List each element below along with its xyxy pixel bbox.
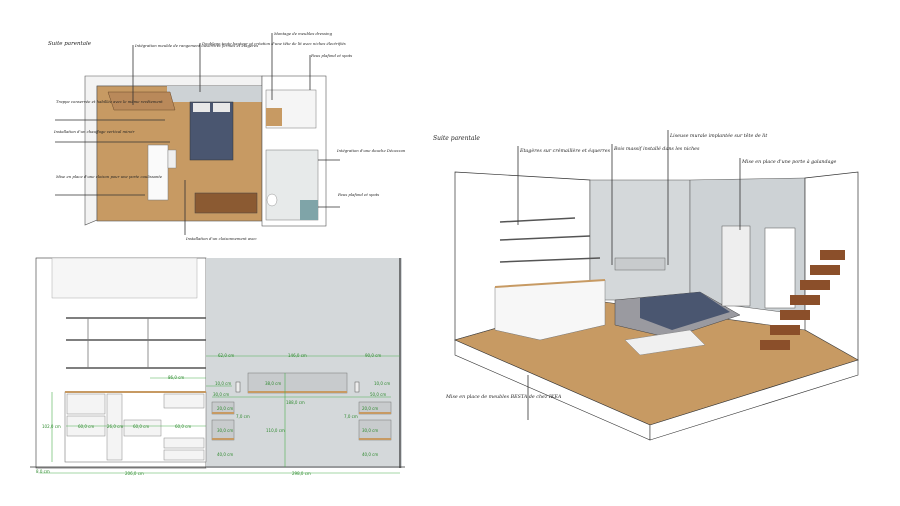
dimension-label: 7,0 cm [344, 414, 358, 419]
dimension-label: 188,0 cm [286, 400, 305, 405]
dimension-label: 10,0 cm [374, 381, 390, 386]
radiator [167, 149, 177, 169]
dimension-label: 10,0 cm [215, 381, 231, 386]
annotation: Doublage toute hauteur et création d'une… [201, 41, 346, 46]
dimension-label: 20,0 cm [362, 406, 378, 411]
annotation: Mise en place de meubles BESTA de chez I… [445, 394, 562, 400]
annotation: Montage de meubles dressing [273, 31, 333, 36]
dimension-label: 50,0 cm [370, 392, 386, 397]
annotation: Liseuse murale implantée sur tête de lit [669, 132, 767, 139]
annotation: Installation d'un cloisonnement avec [185, 236, 258, 241]
annotation: Installation d'un chauffage vertical mir… [53, 129, 135, 134]
dimension-label: 38,0 cm [265, 381, 281, 386]
perspective-title: Suite parentale [433, 135, 480, 142]
headboard-niche [247, 372, 348, 394]
dimension-label: 90,0 cm [365, 353, 381, 358]
dimension-label: 206,0 cm [125, 471, 144, 476]
dimension-label: 30,0 cm [213, 392, 229, 397]
dimension-label: 26,0 cm [107, 424, 123, 429]
dimension-label: 30,0 cm [217, 428, 233, 433]
annotation: Intégration meuble de rangement ouverts … [134, 43, 258, 48]
reading-lamp-icon [235, 381, 241, 393]
reading-lamp-icon [354, 381, 360, 393]
annotation: Mise en place d'une porte à galandage [741, 158, 837, 165]
floor-plan: Suite parentale Intégration meuble de ra… [48, 31, 406, 241]
dimension-label: 30,0 cm [362, 428, 378, 433]
dimension-label: 102,0 cm [42, 424, 61, 429]
dimension-label: 60,0 cm [175, 424, 191, 429]
dimension-label: 40,0 cm [217, 452, 233, 457]
dimension-label: 146,0 cm [288, 353, 307, 358]
annotation: Trappe conservée et habillée avec le mêm… [56, 99, 163, 104]
dimension-label: 86,0 cm [168, 375, 184, 380]
perspective-view: Suite parentale Etagères sur crémai [433, 130, 859, 441]
wardrobe [147, 144, 169, 201]
rug [624, 329, 706, 356]
annotation: Etagères sur crémaillère et équerres [519, 147, 611, 154]
shower [300, 200, 318, 220]
dimension-label: 40,0 cm [362, 452, 378, 457]
dimension-label: 20,0 cm [217, 406, 233, 411]
staircase [194, 192, 258, 214]
plan-title: Suite parentale [48, 41, 92, 47]
dimension-label: 62,0 cm [218, 353, 234, 358]
trapdoor-stairs [107, 91, 176, 111]
dimension-label: 60,0 cm [133, 424, 149, 429]
annotation: Intégration d'une douche Décazzon [336, 148, 406, 153]
dimension-label: 7,0 cm [236, 414, 250, 419]
headboard-niche [614, 257, 666, 271]
dimension-label: 60,0 cm [78, 424, 94, 429]
toilet [266, 193, 278, 207]
door [764, 227, 796, 309]
annotation: Faux plafond et spots [310, 53, 352, 58]
sliding-door [721, 225, 751, 307]
annotation: Faux plafond et spots [337, 192, 379, 197]
dimension-label: 8,0 cm [36, 469, 50, 474]
staircase [760, 250, 845, 350]
dimension-label: 298,0 cm [292, 471, 311, 476]
annotation: Mise en place d'une cloison pour une por… [55, 174, 163, 179]
wall-elevation: 62,0 cm 146,0 cm 90,0 cm 86,0 cm 10,0 cm… [30, 257, 405, 476]
dimension-label: 110,0 cm [266, 428, 285, 433]
annotation: Bois massif installé dans les niches [613, 145, 700, 152]
